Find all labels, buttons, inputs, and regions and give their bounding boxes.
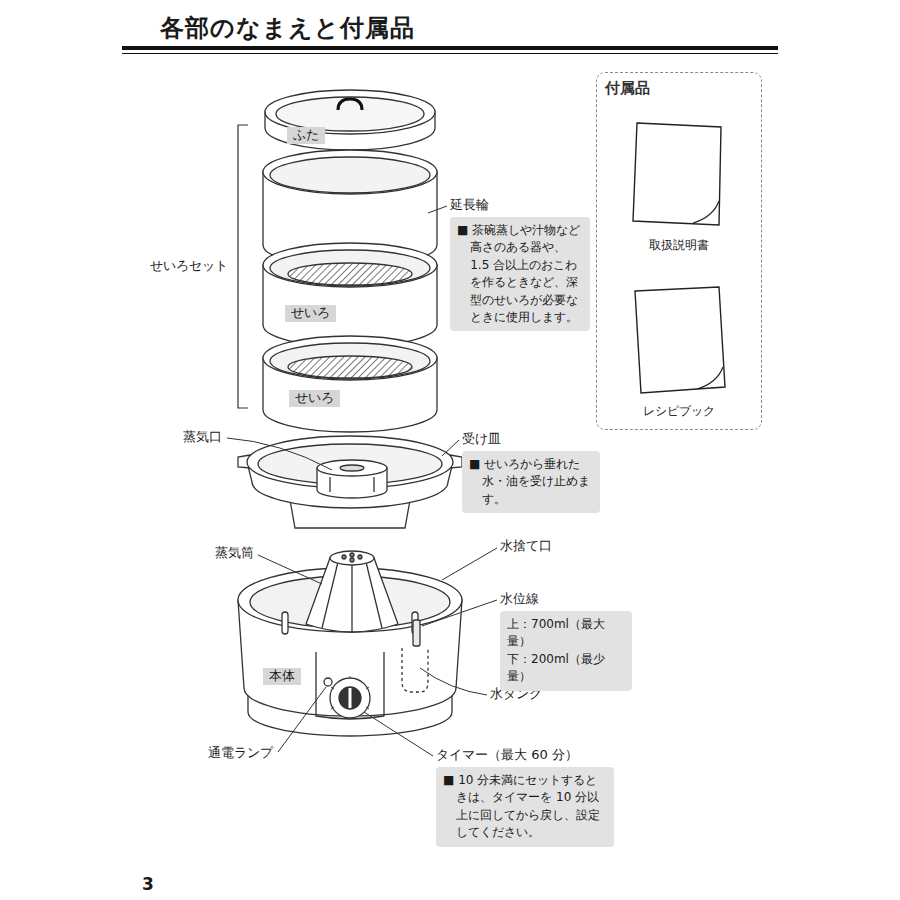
page-number: 3 [142, 874, 154, 894]
title-rule [122, 46, 778, 50]
note-box: ■ せいろから垂れた水・油を受け止めます。 [462, 451, 600, 513]
callout-note: 延長輪 ■ 茶碗蒸しや汁物など高さのある器や、1.5 合以上のおこわを作るときなど… [450, 196, 590, 331]
group-heading: 付属品 [597, 73, 761, 98]
callout-note: 水位線上：700ml（最大量）下：200ml（最少量） [500, 590, 632, 691]
part-label: 本体 [263, 668, 301, 685]
part-label: せいろ [289, 390, 340, 407]
booklet-icon [627, 283, 731, 397]
callout-heading: タイマー（最大 60 分） [436, 746, 614, 764]
part-label: ふた [287, 127, 325, 144]
callout-heading: 水位線 [500, 590, 632, 608]
accessory-group: 付属品取扱説明書レシピブック [596, 72, 762, 430]
page-title: 各部のなまえと付属品 [160, 12, 415, 44]
booklet: 取扱説明書 [615, 117, 743, 254]
booklet-caption: 取扱説明書 [615, 237, 743, 254]
booklet-icon [627, 117, 731, 231]
exploded-steamer [238, 90, 462, 736]
part-label: 蒸気口 [183, 429, 222, 446]
part-label: 通電ランプ [208, 745, 273, 762]
note-text: 上：700ml（最大量） [507, 616, 625, 651]
set-bracket [238, 125, 248, 408]
callout-note: タイマー（最大 60 分） ■ 10 分未満にセットするときは、タイマーを 10 … [436, 746, 614, 847]
callout-heading: 延長輪 [450, 196, 590, 214]
booklet: レシピブック [615, 283, 743, 420]
part-label: 蒸気筒 [215, 545, 254, 562]
callout-note: 受け皿 ■ せいろから垂れた水・油を受け止めます。 [462, 430, 600, 513]
part-label: せいろ [285, 305, 336, 322]
callout-heading: 受け皿 [462, 430, 600, 448]
set-label: せいろセット [150, 258, 228, 275]
title-rule-thin [122, 53, 778, 54]
booklet-caption: レシピブック [615, 403, 743, 420]
note-text: ■ 10 分未満にセットするときは、タイマーを 10 分以上に回してから戻し、設… [443, 772, 607, 842]
note-text: 下：200ml（最少量） [507, 651, 625, 686]
part-label: 水捨て口 [500, 538, 552, 555]
note-box: ■ 茶碗蒸しや汁物など高さのある器や、1.5 合以上のおこわを作るときなど、深型… [450, 217, 590, 331]
note-box: 上：700ml（最大量）下：200ml（最少量） [500, 611, 632, 691]
note-text: ■ せいろから垂れた水・油を受け止めます。 [469, 456, 593, 508]
note-text: ■ 茶碗蒸しや汁物など高さのある器や、1.5 合以上のおこわを作るときなど、深型… [457, 222, 583, 326]
note-box: ■ 10 分未満にセットするときは、タイマーを 10 分以上に回してから戻し、設… [436, 767, 614, 847]
